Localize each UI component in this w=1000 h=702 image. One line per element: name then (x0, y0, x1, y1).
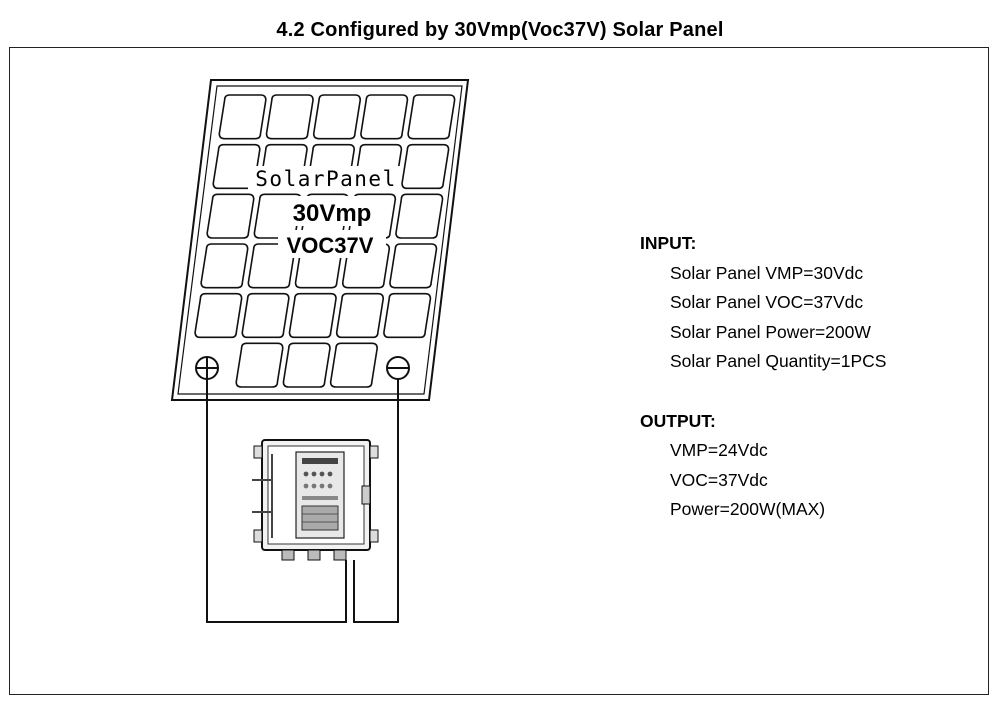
panel-label-bg (278, 230, 386, 258)
panel-label-bg (278, 196, 386, 226)
output-heading: OUTPUT: (640, 410, 716, 431)
solar-cell (235, 342, 284, 388)
wiring (206, 379, 399, 623)
input-item: Solar Panel VMP=30Vdc (670, 262, 864, 283)
solar-cell (383, 292, 432, 339)
solar-cell (288, 292, 337, 339)
solar-cell (312, 94, 362, 140)
spacer (640, 377, 886, 407)
panel-label-bg (248, 166, 400, 190)
solar-cell (389, 243, 438, 289)
solar-cell (194, 292, 243, 339)
solar-cell (335, 292, 385, 339)
negative-wire (353, 379, 399, 623)
spec-list: INPUT: Solar Panel VMP=30Vdc Solar Panel… (640, 229, 886, 525)
solar-cell (401, 143, 450, 190)
plus-terminal-icon (195, 356, 219, 380)
panel-label-vmp: 30Vmp (293, 200, 372, 227)
solar-cell (241, 292, 290, 339)
solar-cell (329, 342, 378, 388)
solar-cell (407, 94, 456, 140)
panel-label-name: SolarPanel (255, 167, 396, 191)
input-item: Solar Panel Quantity=1PCS (670, 351, 887, 371)
solar-cell (206, 193, 255, 239)
positive-wire (206, 379, 347, 623)
solar-cell (395, 193, 444, 239)
input-item: Solar Panel VOC=37Vdc (670, 292, 864, 312)
input-item: Solar Panel Power=200W (670, 321, 871, 342)
output-item: Power=200W(MAX) (670, 499, 826, 519)
output-item: VMP=24Vdc (670, 440, 768, 460)
solar-panel: SolarPanel 30Vmp VOC37V (170, 79, 470, 401)
solar-cell (200, 243, 249, 289)
panel-label-voc: VOC37V (287, 233, 374, 258)
minus-terminal-icon (386, 356, 410, 380)
diagram-frame (9, 47, 989, 695)
solar-cell (360, 94, 409, 140)
solar-cell (218, 94, 267, 140)
diagram-title: 4.2 Configured by 30Vmp(Voc37V) Solar Pa… (276, 19, 724, 41)
input-heading: INPUT: (640, 233, 697, 253)
solar-cell (282, 342, 331, 388)
charge-controller-icon (252, 439, 379, 575)
output-item: VOC=37Vdc (670, 469, 768, 490)
solar-cell (265, 94, 314, 140)
